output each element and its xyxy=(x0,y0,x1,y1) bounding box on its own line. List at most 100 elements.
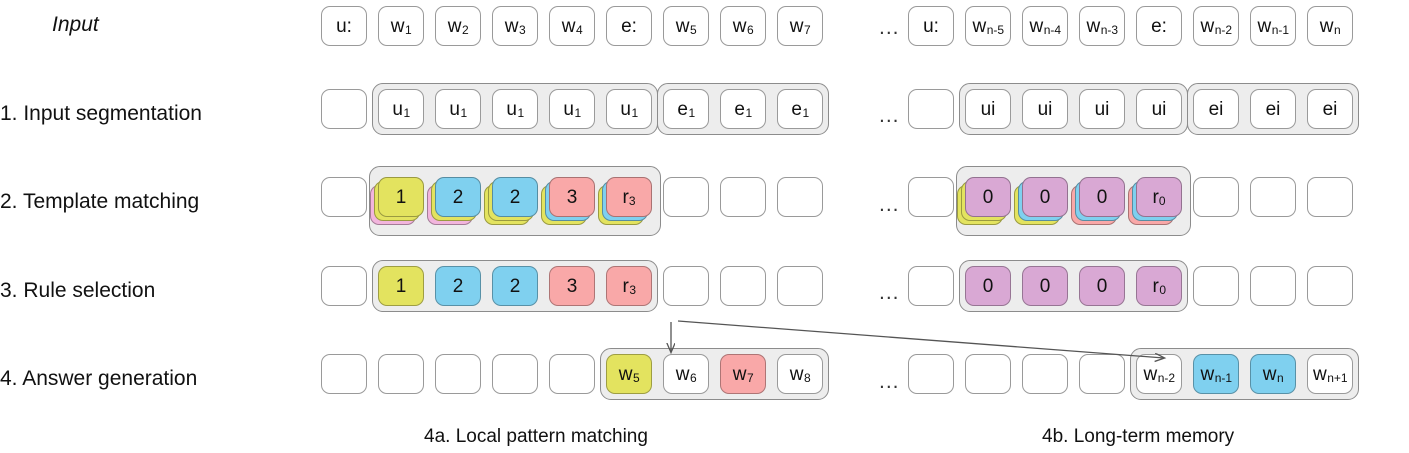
answer-empty-right-3[interactable] xyxy=(1079,354,1125,394)
template-top-card: 3 xyxy=(549,177,595,217)
rule-empty-left-7[interactable] xyxy=(720,266,766,306)
segment-cell-right-6[interactable]: ei xyxy=(1250,89,1296,129)
row-label-input-segmentation: 1. Input segmentation xyxy=(0,102,202,125)
ellipsis-answer: ... xyxy=(879,370,900,393)
template-top-card: 0 xyxy=(965,177,1011,217)
rule-empty-left-6[interactable] xyxy=(663,266,709,306)
template-stack-right-3[interactable]: 0 xyxy=(1071,177,1125,225)
answer-empty-left-4[interactable] xyxy=(549,354,595,394)
answer-empty-right-2[interactable] xyxy=(1022,354,1068,394)
rule-empty-right-5[interactable] xyxy=(1193,266,1239,306)
template-stack-left-1[interactable]: 1 xyxy=(370,177,424,225)
answer-empty-left-1[interactable] xyxy=(378,354,424,394)
ellipsis-segmentation: ... xyxy=(879,104,900,127)
template-empty-right-7[interactable] xyxy=(1307,177,1353,217)
answer-empty-left-0[interactable] xyxy=(321,354,367,394)
caption-local-pattern-matching: 4a. Local pattern matching xyxy=(424,426,648,447)
template-stack-right-2[interactable]: 0 xyxy=(1014,177,1068,225)
rule-cell-left-3[interactable]: 2 xyxy=(492,266,538,306)
rule-empty-right-7[interactable] xyxy=(1307,266,1353,306)
template-empty-left-8[interactable] xyxy=(777,177,823,217)
input-token-right-4[interactable]: e: xyxy=(1136,6,1182,46)
template-empty-left-7[interactable] xyxy=(720,177,766,217)
rule-cell-right-2[interactable]: 0 xyxy=(1022,266,1068,306)
rule-cell-left-2[interactable]: 2 xyxy=(435,266,481,306)
rule-empty-right-0[interactable] xyxy=(908,266,954,306)
ellipsis-rule: ... xyxy=(879,281,900,304)
segment-cell-left-0[interactable] xyxy=(321,89,367,129)
segment-cell-right-1[interactable]: ui xyxy=(965,89,1011,129)
rule-cell-left-4[interactable]: 3 xyxy=(549,266,595,306)
rule-cell-right-3[interactable]: 0 xyxy=(1079,266,1125,306)
template-empty-right-0[interactable] xyxy=(908,177,954,217)
rule-cell-left-1[interactable]: 1 xyxy=(378,266,424,306)
template-stack-left-4[interactable]: 3 xyxy=(541,177,595,225)
segment-cell-right-3[interactable]: ui xyxy=(1079,89,1125,129)
answer-empty-left-3[interactable] xyxy=(492,354,538,394)
input-token-left-5[interactable]: e: xyxy=(606,6,652,46)
caption-long-term-memory: 4b. Long-term memory xyxy=(1042,426,1235,447)
segment-cell-right-5[interactable]: ei xyxy=(1193,89,1239,129)
rule-empty-left-8[interactable] xyxy=(777,266,823,306)
template-stack-left-3[interactable]: 2 xyxy=(484,177,538,225)
rule-cell-right-1[interactable]: 0 xyxy=(965,266,1011,306)
template-empty-right-6[interactable] xyxy=(1250,177,1296,217)
input-token-left-0[interactable]: u: xyxy=(321,6,367,46)
template-empty-left-0[interactable] xyxy=(321,177,367,217)
answer-empty-left-2[interactable] xyxy=(435,354,481,394)
template-empty-right-5[interactable] xyxy=(1193,177,1239,217)
template-top-card: 2 xyxy=(435,177,481,217)
template-top-card: 2 xyxy=(492,177,538,217)
segment-cell-right-0[interactable] xyxy=(908,89,954,129)
template-stack-left-2[interactable]: 2 xyxy=(427,177,481,225)
segment-cell-right-2[interactable]: ui xyxy=(1022,89,1068,129)
answer-empty-right-0[interactable] xyxy=(908,354,954,394)
rule-empty-right-6[interactable] xyxy=(1250,266,1296,306)
row-label-template-matching: 2. Template matching xyxy=(0,190,200,213)
answer-empty-right-1[interactable] xyxy=(965,354,1011,394)
input-token-right-0[interactable]: u: xyxy=(908,6,954,46)
template-empty-left-6[interactable] xyxy=(663,177,709,217)
ellipsis-template: ... xyxy=(879,193,900,216)
row-label-input: Input xyxy=(52,13,99,36)
segment-cell-right-7[interactable]: ei xyxy=(1307,89,1353,129)
rule-empty-left-0[interactable] xyxy=(321,266,367,306)
segment-cell-right-4[interactable]: ui xyxy=(1136,89,1182,129)
template-stack-right-1[interactable]: 0 xyxy=(957,177,1011,225)
